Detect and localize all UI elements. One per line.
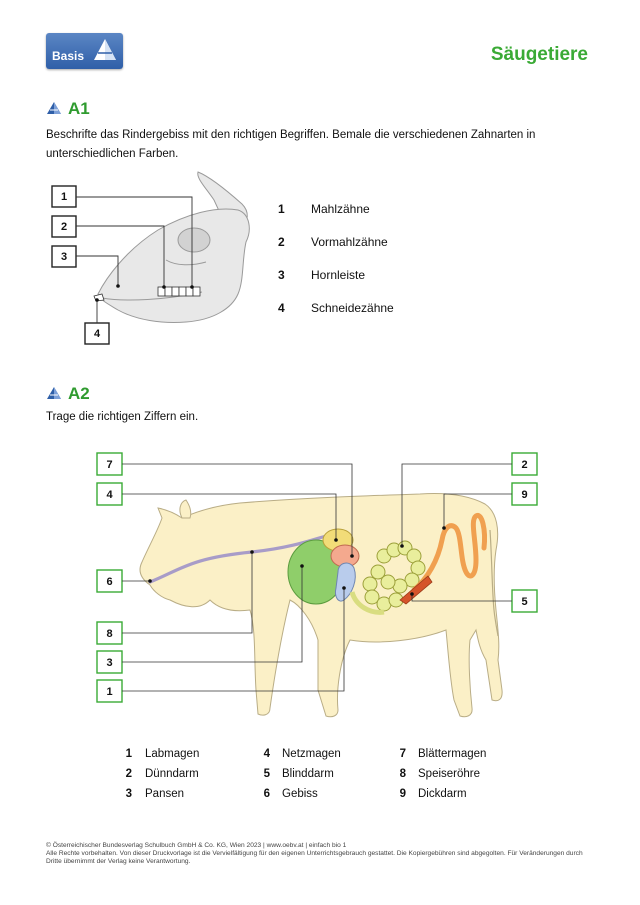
legend-num: 1 xyxy=(278,202,285,216)
cow-digestive-diagram: 7 4 6 8 3 1 2 9 5 xyxy=(96,452,538,718)
a2-legend-item: 7 Blättermagen xyxy=(394,748,520,764)
a2-box-7-label: 7 xyxy=(106,459,112,471)
a1-legend-item: 4 Schneidezähne xyxy=(278,301,478,317)
a2-box-9-label: 9 xyxy=(521,489,527,501)
a2-legend-item: 1 Labmagen xyxy=(120,748,250,764)
legend-num: 3 xyxy=(125,788,132,800)
legend-label: Schneidezähne xyxy=(311,301,394,315)
skull-shape xyxy=(97,208,250,323)
a1-box-4-label: 4 xyxy=(94,328,101,340)
a1-box-1-label: 1 xyxy=(61,191,67,203)
a1-box-2 xyxy=(51,215,77,238)
legend-label: Speiseröhre xyxy=(418,768,481,780)
level-pyramid-icon xyxy=(47,102,61,114)
footer-rights: Alle Rechte vorbehalten. Von dieser Druc… xyxy=(46,850,583,866)
legend-num: 6 xyxy=(263,788,270,800)
a2-legend-item: 5 Blinddarm xyxy=(258,768,388,784)
a2-legend-item: 9 Dickdarm xyxy=(394,788,520,804)
legend-num: 2 xyxy=(125,768,132,780)
legend-label: Pansen xyxy=(145,788,185,800)
footer: © Österreichischer Bundesverlag Schulbuc… xyxy=(46,842,586,867)
legend-num: 7 xyxy=(399,748,406,760)
a2-legend-item: 4 Netzmagen xyxy=(258,748,388,764)
legend-label: Dickdarm xyxy=(418,788,467,800)
legend-num: 5 xyxy=(263,768,270,780)
a1-box-3 xyxy=(51,245,77,268)
a2-box-4-label: 4 xyxy=(106,489,113,501)
caecum xyxy=(399,575,433,605)
a1-leader-lines xyxy=(76,196,193,323)
molar-teeth xyxy=(157,286,201,297)
a1-box-3-label: 3 xyxy=(61,251,67,263)
abomasum xyxy=(335,562,356,602)
a2-legend-item: 3 Pansen xyxy=(120,788,250,804)
a1-box-2-label: 2 xyxy=(61,221,67,233)
a2-box-1-label: 1 xyxy=(106,686,112,698)
legend-label: Mahlzähne xyxy=(311,202,370,216)
logo-text: Basis xyxy=(52,49,85,63)
legend-label: Vormahlzähne xyxy=(311,235,388,249)
a2-heading: A2 xyxy=(68,384,90,403)
legend-num: 2 xyxy=(278,235,285,249)
a2-box-8-label: 8 xyxy=(106,628,112,640)
basis-logo: Basis xyxy=(46,33,123,69)
legend-num: 1 xyxy=(125,748,132,760)
legend-label: Blinddarm xyxy=(282,768,334,780)
a2-legend-item: 8 Speiseröhre xyxy=(394,768,520,784)
cattle-skull-diagram: 1 2 3 4 xyxy=(51,171,250,345)
legend-label: Hornleiste xyxy=(311,268,366,282)
legend-num: 4 xyxy=(263,748,270,760)
level-pyramid-icon xyxy=(47,387,61,399)
a2-legend-item: 6 Gebiss xyxy=(258,788,388,804)
legend-label: Gebiss xyxy=(282,788,318,800)
a2-legend: 1 Labmagen 2 Dünndarm 3 Pansen 4 Netzmag… xyxy=(120,748,520,810)
legend-label: Blättermagen xyxy=(418,748,487,760)
pyramid-icon xyxy=(94,39,116,60)
a2-box-2-label: 2 xyxy=(521,459,527,471)
a2-box-5-label: 5 xyxy=(521,596,527,608)
legend-num: 3 xyxy=(278,268,285,282)
large-intestine xyxy=(411,512,487,593)
a1-heading: A1 xyxy=(68,99,90,118)
a1-instructions: Beschrifte das Rindergebiss mit den rich… xyxy=(46,129,536,160)
a2-instructions: Trage die richtigen Ziffern ein. xyxy=(46,411,199,423)
a1-legend-item: 3 Hornleiste xyxy=(278,268,478,284)
legend-label: Netzmagen xyxy=(282,748,341,760)
a2-leader-lines xyxy=(122,463,512,692)
page-title: Säugetiere xyxy=(490,44,588,65)
eye-socket xyxy=(177,227,211,253)
a1-legend-item: 2 Vormahlzähne xyxy=(278,235,478,251)
footer-copyright: © Österreichischer Bundesverlag Schulbuc… xyxy=(46,842,347,849)
legend-num: 8 xyxy=(399,768,406,780)
legend-num: 4 xyxy=(278,301,285,315)
a2-legend-item: 2 Dünndarm xyxy=(120,768,250,784)
a1-legend: 1 Mahlzähne 2 Vormahlzähne 3 Hornleiste … xyxy=(278,202,478,322)
legend-label: Labmagen xyxy=(145,748,200,760)
a2-box-6-label: 6 xyxy=(106,576,112,588)
a1-box-1 xyxy=(51,185,77,208)
a2-box-3-label: 3 xyxy=(106,657,112,669)
legend-label: Dünndarm xyxy=(145,768,199,780)
a1-legend-item: 1 Mahlzähne xyxy=(278,202,478,218)
legend-num: 9 xyxy=(399,788,406,800)
